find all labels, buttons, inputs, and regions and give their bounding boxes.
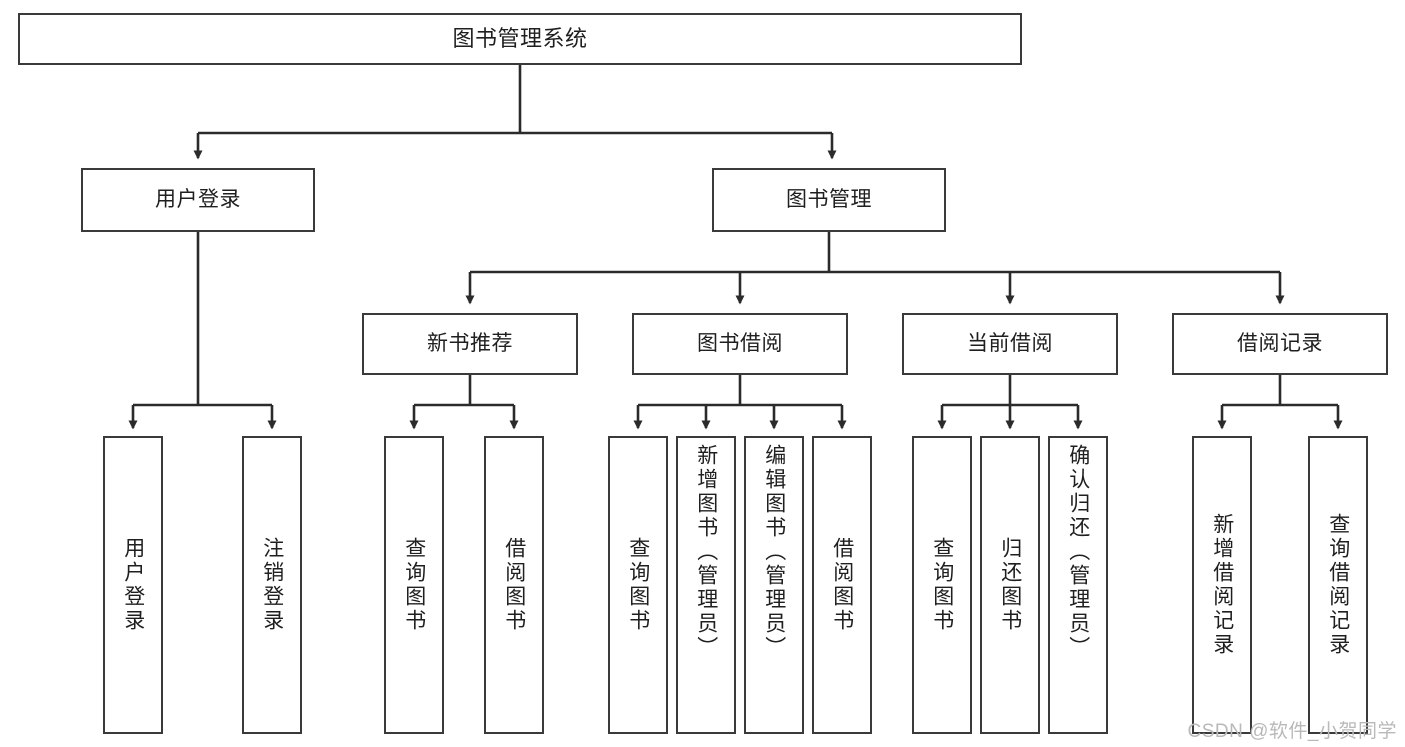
node-book-borrow[interactable]: 图书借阅: [632, 313, 848, 375]
leaf-book-borrow-add-book-admin[interactable]: 新增图书（管理员）: [676, 436, 736, 734]
leaf-borrow-record-add-record[interactable]: 新增借阅记录: [1192, 436, 1252, 734]
node-label: 确认归还（管理员）: [1066, 444, 1090, 660]
node-label: 注销登录: [260, 537, 284, 633]
node-label: 借阅图书: [502, 537, 526, 633]
node-label: 新书推荐: [427, 331, 513, 355]
node-label: 图书借阅: [697, 331, 783, 355]
node-user-login[interactable]: 用户登录: [81, 168, 315, 232]
node-current-borrow[interactable]: 当前借阅: [902, 313, 1118, 375]
node-label: 归还图书: [998, 537, 1022, 633]
node-book-management[interactable]: 图书管理: [712, 168, 946, 232]
leaf-current-borrow-confirm-return-admin[interactable]: 确认归还（管理员）: [1048, 436, 1108, 734]
node-label: 借阅记录: [1237, 331, 1323, 355]
node-label: 查询图书: [626, 537, 650, 633]
leaf-user-login-login[interactable]: 用户登录: [103, 436, 163, 734]
node-label: 查询图书: [930, 537, 954, 633]
node-new-book-recommend[interactable]: 新书推荐: [362, 313, 578, 375]
node-label: 新增图书（管理员）: [694, 444, 718, 660]
node-label: 查询借阅记录: [1326, 513, 1350, 657]
node-label: 借阅图书: [830, 537, 854, 633]
leaf-book-borrow-borrow-book[interactable]: 借阅图书: [812, 436, 872, 734]
node-root-book-management-system[interactable]: 图书管理系统: [18, 13, 1022, 65]
node-label: 新增借阅记录: [1210, 513, 1234, 657]
node-label: 当前借阅: [967, 331, 1053, 355]
leaf-current-borrow-query-book[interactable]: 查询图书: [912, 436, 972, 734]
node-label: 查询图书: [402, 537, 426, 633]
node-label: 用户登录: [155, 187, 241, 211]
node-borrow-record[interactable]: 借阅记录: [1172, 313, 1388, 375]
leaf-user-login-logout[interactable]: 注销登录: [242, 436, 302, 734]
node-label: 编辑图书（管理员）: [762, 444, 786, 660]
leaf-borrow-record-query-record[interactable]: 查询借阅记录: [1308, 436, 1368, 734]
leaf-new-book-query-book[interactable]: 查询图书: [384, 436, 444, 734]
leaf-new-book-borrow-book[interactable]: 借阅图书: [484, 436, 544, 734]
leaf-book-borrow-edit-book-admin[interactable]: 编辑图书（管理员）: [744, 436, 804, 734]
leaf-current-borrow-return-book[interactable]: 归还图书: [980, 436, 1040, 734]
node-label: 图书管理: [786, 187, 872, 211]
leaf-book-borrow-query-book[interactable]: 查询图书: [608, 436, 668, 734]
node-label: 图书管理系统: [452, 26, 588, 52]
node-label: 用户登录: [121, 537, 145, 633]
